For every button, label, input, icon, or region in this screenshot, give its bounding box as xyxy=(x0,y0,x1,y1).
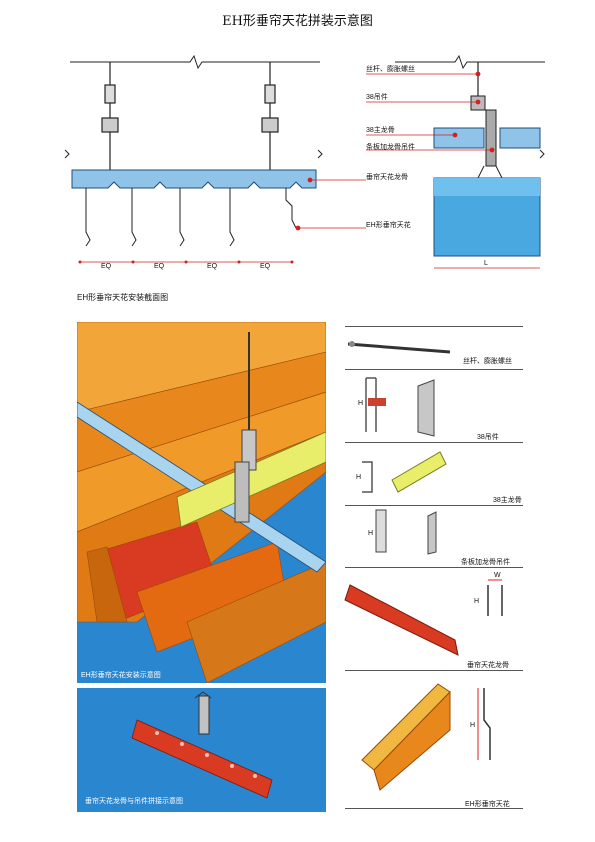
eq-label: EQ xyxy=(154,263,165,270)
eq-label: EQ xyxy=(207,263,218,270)
legend-item: 条板加龙骨吊件 xyxy=(461,559,510,566)
eq-label: EQ xyxy=(101,263,112,270)
dim-h: H xyxy=(358,400,364,407)
legend-item: 38吊件 xyxy=(477,434,499,441)
eq-label: EQ xyxy=(260,263,271,270)
dim-h: H xyxy=(474,598,480,605)
callout-panel: EH形垂帘天花 xyxy=(366,222,411,229)
legend-item: 垂帘天花龙骨 xyxy=(467,662,509,669)
page-title: EH形垂帘天花拼装示意图 xyxy=(222,14,373,29)
section-drawing xyxy=(64,54,545,269)
callout-keel: 垂帘天花龙骨 xyxy=(366,174,408,181)
joint-caption: 垂帘天花龙骨与吊件拼接示意图 xyxy=(85,798,183,805)
section-caption: EH形垂帘天花安装截面图 xyxy=(77,293,169,302)
dim-w: W xyxy=(494,572,501,579)
callout-clip: 条板加龙骨吊件 xyxy=(366,144,415,151)
install-panel: EH形垂帘天花安装示意图 xyxy=(77,322,326,683)
dim-h: H xyxy=(356,474,362,481)
joint-panel: 垂帘天花龙骨与吊件拼接示意图 xyxy=(77,688,326,812)
callout-rod: 丝杆、膨胀螺丝 xyxy=(366,66,415,73)
dim-h: H xyxy=(368,530,374,537)
legend-item: EH形垂帘天花 xyxy=(465,801,510,808)
install-illustration xyxy=(77,322,326,683)
callout-hanger: 38吊件 xyxy=(366,94,388,101)
joint-illustration xyxy=(131,691,273,799)
length-label: L xyxy=(484,260,488,267)
install-caption: EH形垂帘天花安装示意图 xyxy=(81,672,161,679)
legend-item: 38主龙骨 xyxy=(493,497,522,504)
legend-item: 丝杆、膨胀螺丝 xyxy=(463,358,512,365)
callout-main-keel: 38主龙骨 xyxy=(366,127,395,134)
dim-h: H xyxy=(470,722,476,729)
